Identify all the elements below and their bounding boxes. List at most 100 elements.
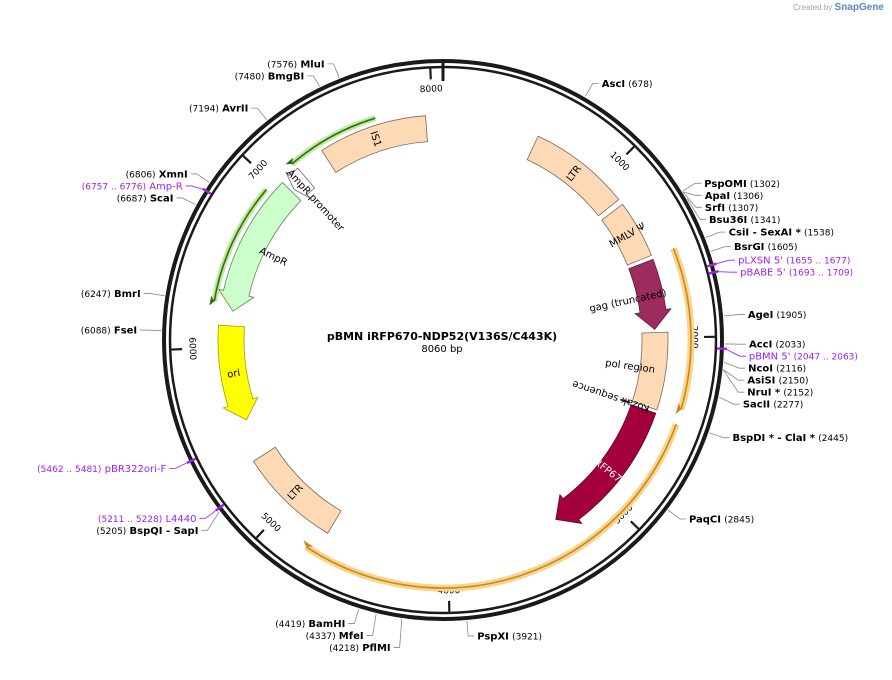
- site-leader: [140, 329, 162, 331]
- site-name: PflMI: [362, 643, 390, 654]
- site-position: (3921): [512, 632, 542, 642]
- site-position: (5205): [96, 527, 126, 537]
- site-label[interactable]: AgeI (1905): [748, 310, 807, 321]
- site-name: AsiSI: [747, 376, 775, 387]
- site-name: BspDI * - ClaI *: [732, 433, 815, 444]
- site-label[interactable]: AscI (678): [602, 79, 653, 90]
- site-leader: [682, 182, 702, 192]
- site-label[interactable]: (7194) AvrII: [189, 104, 248, 115]
- site-label[interactable]: (5211 .. 5228) L4440: [98, 514, 197, 525]
- feature-label: ori: [226, 368, 241, 381]
- site-label[interactable]: pBABE 5' (1693 .. 1709): [740, 268, 853, 279]
- feature-label: AmpR: [257, 246, 289, 269]
- site-label[interactable]: CsiI - SexAI * (1538): [729, 228, 834, 239]
- site-label[interactable]: BsrGI (1605): [734, 242, 798, 253]
- primer-mark: [186, 457, 197, 464]
- site-label[interactable]: SrfI (1307): [705, 203, 758, 214]
- feature-ampr[interactable]: [217, 181, 302, 312]
- site-position: (6687): [117, 194, 147, 204]
- kozak-mark: [619, 398, 631, 404]
- site-label[interactable]: Bsu36I (1341): [709, 215, 780, 226]
- site-label[interactable]: (4337) MfeI: [306, 631, 364, 642]
- site-label[interactable]: (6687) ScaI: [117, 193, 174, 204]
- feature-irfp670[interactable]: [555, 404, 657, 525]
- site-label[interactable]: SacII (2277): [743, 400, 803, 411]
- feature-mmlv-[interactable]: [601, 203, 652, 266]
- site-label[interactable]: AccI (2033): [749, 340, 805, 351]
- primer-mark: [708, 270, 719, 275]
- site-name: SacII: [743, 400, 770, 411]
- site-position: (1655 .. 1677): [786, 257, 850, 267]
- site-label[interactable]: pLXSN 5' (1655 .. 1677): [738, 256, 850, 267]
- site-leader: [143, 293, 165, 297]
- site-name: NruI *: [747, 388, 781, 399]
- orf-arc-green: [213, 189, 267, 302]
- site-position: (7194): [189, 105, 219, 115]
- tick-mark: [629, 520, 640, 530]
- site-label[interactable]: PspOMI (1302): [704, 179, 780, 190]
- site-label[interactable]: (6757 .. 6776) Amp-R: [82, 181, 183, 192]
- site-name: CsiI - SexAI *: [729, 228, 802, 239]
- site-name: AgeI: [748, 310, 773, 321]
- site-label[interactable]: ApaI (1306): [705, 191, 764, 202]
- orf-arrowhead: [675, 402, 682, 415]
- site-label[interactable]: (7480) BmgBI: [235, 71, 305, 82]
- feature-pol-region[interactable]: [631, 331, 669, 411]
- site-position: (1693 .. 1709): [789, 269, 853, 279]
- tick-label: 6000: [186, 337, 197, 361]
- site-name: BspQI - SapI: [130, 526, 199, 537]
- site-leader: [723, 361, 746, 369]
- site-position: (2152): [783, 389, 813, 399]
- watermark-created-by: Created by: [793, 3, 833, 12]
- feature-ori[interactable]: [217, 324, 259, 421]
- site-position: (6757 .. 6776): [82, 182, 146, 192]
- site-label[interactable]: (6247) BmrI: [81, 289, 141, 300]
- feature-ltr[interactable]: [526, 135, 620, 217]
- feature-is1[interactable]: [321, 115, 428, 173]
- site-label[interactable]: PspXI (3921): [477, 631, 542, 642]
- site-leader: [176, 197, 196, 206]
- feature-ltr[interactable]: [252, 446, 342, 534]
- site-position: (5462 .. 5481): [37, 465, 101, 475]
- site-label[interactable]: (5205) BspQI - SapI: [96, 526, 198, 537]
- site-leader: [723, 369, 745, 381]
- site-label[interactable]: NcoI (2116): [748, 364, 806, 375]
- site-label[interactable]: (6806) XmnI: [126, 169, 188, 180]
- site-label[interactable]: (7576) MluI: [267, 59, 324, 70]
- site-label[interactable]: PaqCI (2845): [689, 515, 754, 526]
- tick-mark: [625, 145, 635, 156]
- feature-ampr-promoter[interactable]: [285, 167, 316, 199]
- site-label[interactable]: AsiSI (2150): [747, 376, 808, 387]
- site-label[interactable]: (6088) FseI: [81, 326, 137, 337]
- orf-arrowhead-green: [209, 295, 215, 306]
- site-position: (2033): [775, 341, 805, 351]
- site-label[interactable]: NruI * (2152): [747, 388, 813, 399]
- site-position: (1905): [777, 311, 807, 321]
- primer-mark: [215, 503, 225, 512]
- site-position: (6088): [81, 327, 111, 337]
- site-leader: [709, 432, 730, 439]
- site-leader: [348, 609, 360, 624]
- site-label[interactable]: (5462 .. 5481) pBR322ori-F: [37, 464, 166, 475]
- site-name: MfeI: [339, 631, 364, 642]
- watermark-brand: SnapGene: [834, 2, 884, 13]
- orf-arc: [305, 424, 677, 589]
- site-position: (2445): [818, 434, 848, 444]
- site-leader: [251, 107, 268, 121]
- site-name: Amp-R: [149, 181, 183, 192]
- site-label[interactable]: (4419) BamHI: [275, 619, 345, 630]
- site-leader: [710, 246, 731, 252]
- primer-mark: [706, 262, 717, 268]
- feature-gag-truncated-[interactable]: [628, 258, 672, 330]
- site-name: BsrGI: [734, 242, 764, 253]
- site-label[interactable]: (4218) PflMI: [329, 643, 391, 654]
- feature-label: IS1: [367, 130, 382, 148]
- site-name: MluI: [300, 59, 324, 70]
- tick-mark: [255, 529, 265, 539]
- site-leader: [584, 83, 599, 97]
- site-position: (7576): [267, 60, 297, 70]
- site-label[interactable]: BspDI * - ClaI * (2445): [732, 433, 848, 444]
- site-leader: [724, 348, 746, 357]
- site-label[interactable]: pBMN 5' (2047 .. 2063): [749, 352, 858, 363]
